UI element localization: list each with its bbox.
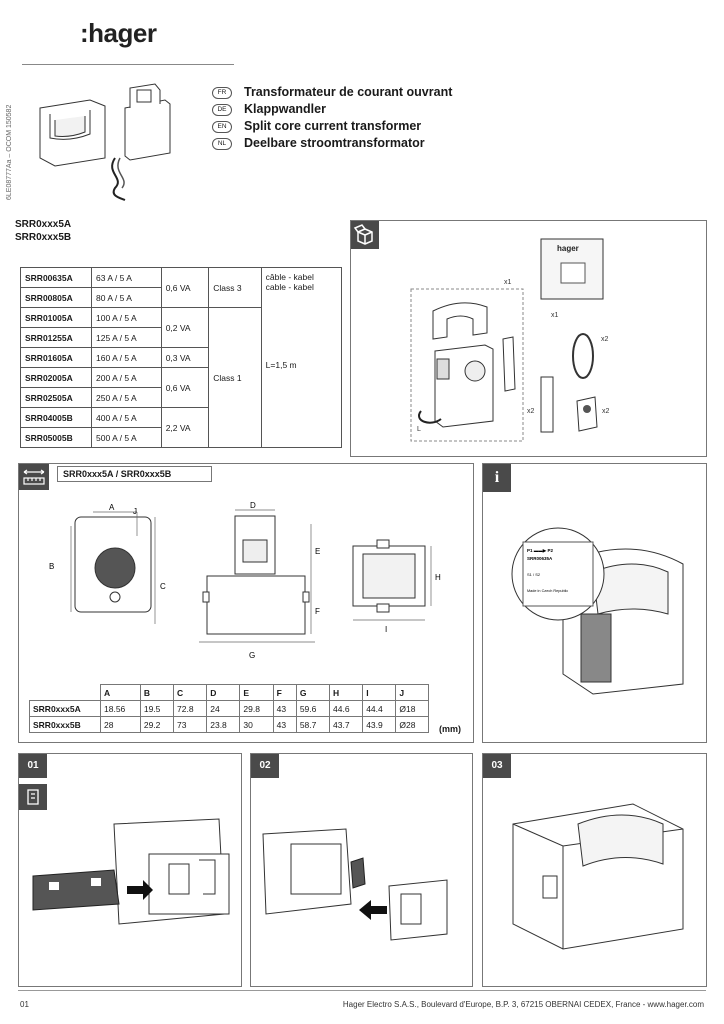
spec-ref: SRR00635A <box>20 267 92 288</box>
dim-label-d: D <box>250 501 256 510</box>
footer-address: Hager Electro S.A.S., Boulevard d'Europe… <box>342 1000 704 1009</box>
dim-label-j: J <box>133 507 137 516</box>
lang-badge-nl: NL <box>212 137 232 150</box>
info-panel: i P1 ▬▬▶ P2 SRR00635A S1 / S2 Made in Cz… <box>482 463 707 743</box>
step-number: 01 <box>19 754 47 778</box>
step-01-illustration <box>32 818 230 925</box>
lang-badge-de: DE <box>212 103 232 116</box>
dimensions-panel: SRR0xxx5A / SRR0xxx5B A J B C D E F G <box>18 463 474 743</box>
kit-contents-panel: L x1 hager x1 x2 x2 x2 <box>350 220 707 457</box>
sticker-mark: S1 / S2 <box>527 572 541 577</box>
qty-ct: x1 <box>504 279 512 286</box>
box-icon <box>351 221 379 249</box>
table-row: SRR0xxx5B 28 29.2 73 23.8 30 43 58.7 43.… <box>29 716 429 733</box>
guide-brand: hager <box>557 244 579 253</box>
lang-badge-en: EN <box>212 120 232 133</box>
dim-label-b: B <box>49 562 54 571</box>
dimensions-table: A B C D E F G H I J SRR0xxx5A 18.56 19.5… <box>29 684 429 733</box>
unit-label: (mm) <box>439 724 461 734</box>
ruler-icon <box>19 464 49 490</box>
step-02-illustration <box>262 828 448 941</box>
cable-length-label: L <box>417 426 421 433</box>
spec-table: SRR00635A 63 A / 5 A 0,6 VA Class 3 câbl… <box>20 267 343 448</box>
qty-bracket: x2 <box>602 408 610 415</box>
dim-label-a: A <box>109 503 115 512</box>
dim-label-i: I <box>385 625 387 634</box>
info-icon: i <box>483 464 511 492</box>
spec-va: 0,6 VA <box>160 267 210 308</box>
brand-logo: :hager <box>80 18 157 48</box>
dim-label-e: E <box>315 547 320 556</box>
spec-class: Class 3 <box>208 267 262 308</box>
product-illustration <box>39 83 171 201</box>
dim-label-f: F <box>315 607 320 616</box>
product-references: SRR0xxx5A SRR0xxx5B <box>15 219 72 243</box>
step-02-panel: 02 <box>250 753 473 987</box>
footer-divider <box>18 990 706 991</box>
clip-icon <box>19 784 47 810</box>
dim-label-c: C <box>160 582 166 591</box>
label-illustration: P1 ▬▬▶ P2 SRR00635A S1 / S2 Made in Czec… <box>511 527 684 695</box>
qty-clip: x2 <box>527 408 535 415</box>
step-number: 02 <box>251 754 279 778</box>
dims-header-label: SRR0xxx5A / SRR0xxx5B <box>57 466 212 482</box>
page-number: 01 <box>20 1000 29 1009</box>
step-01-panel: 01 <box>18 753 242 987</box>
qty-guide: x1 <box>551 312 559 319</box>
kit-illustration: L x1 hager x1 x2 x2 x2 <box>410 238 610 442</box>
sticker-extra: Made in Czech Republic <box>527 589 568 593</box>
lang-badge-fr: FR <box>212 86 232 99</box>
doc-reference: 6LE08777Aa – OCOM 150582 <box>6 104 13 200</box>
dim-label-g: G <box>249 651 255 660</box>
step-number: 03 <box>483 754 511 778</box>
dimension-drawings: A J B C D E F G H I <box>49 501 441 660</box>
step-03-panel: 03 <box>482 753 707 987</box>
table-row: SRR0xxx5A 18.56 19.5 72.8 24 29.8 43 59.… <box>29 700 429 717</box>
header-divider <box>22 64 234 65</box>
step-03-illustration <box>512 803 684 950</box>
sticker-line1: P1 ▬▬▶ P2 <box>527 548 553 553</box>
spec-cable: câble - kabel cable - kabel L=1,5 m <box>260 267 343 448</box>
spec-ratio: 63 A / 5 A <box>91 267 162 288</box>
dim-label-h: H <box>435 573 441 582</box>
qty-tie: x2 <box>601 336 609 343</box>
sticker-line2: SRR00635A <box>527 556 553 561</box>
